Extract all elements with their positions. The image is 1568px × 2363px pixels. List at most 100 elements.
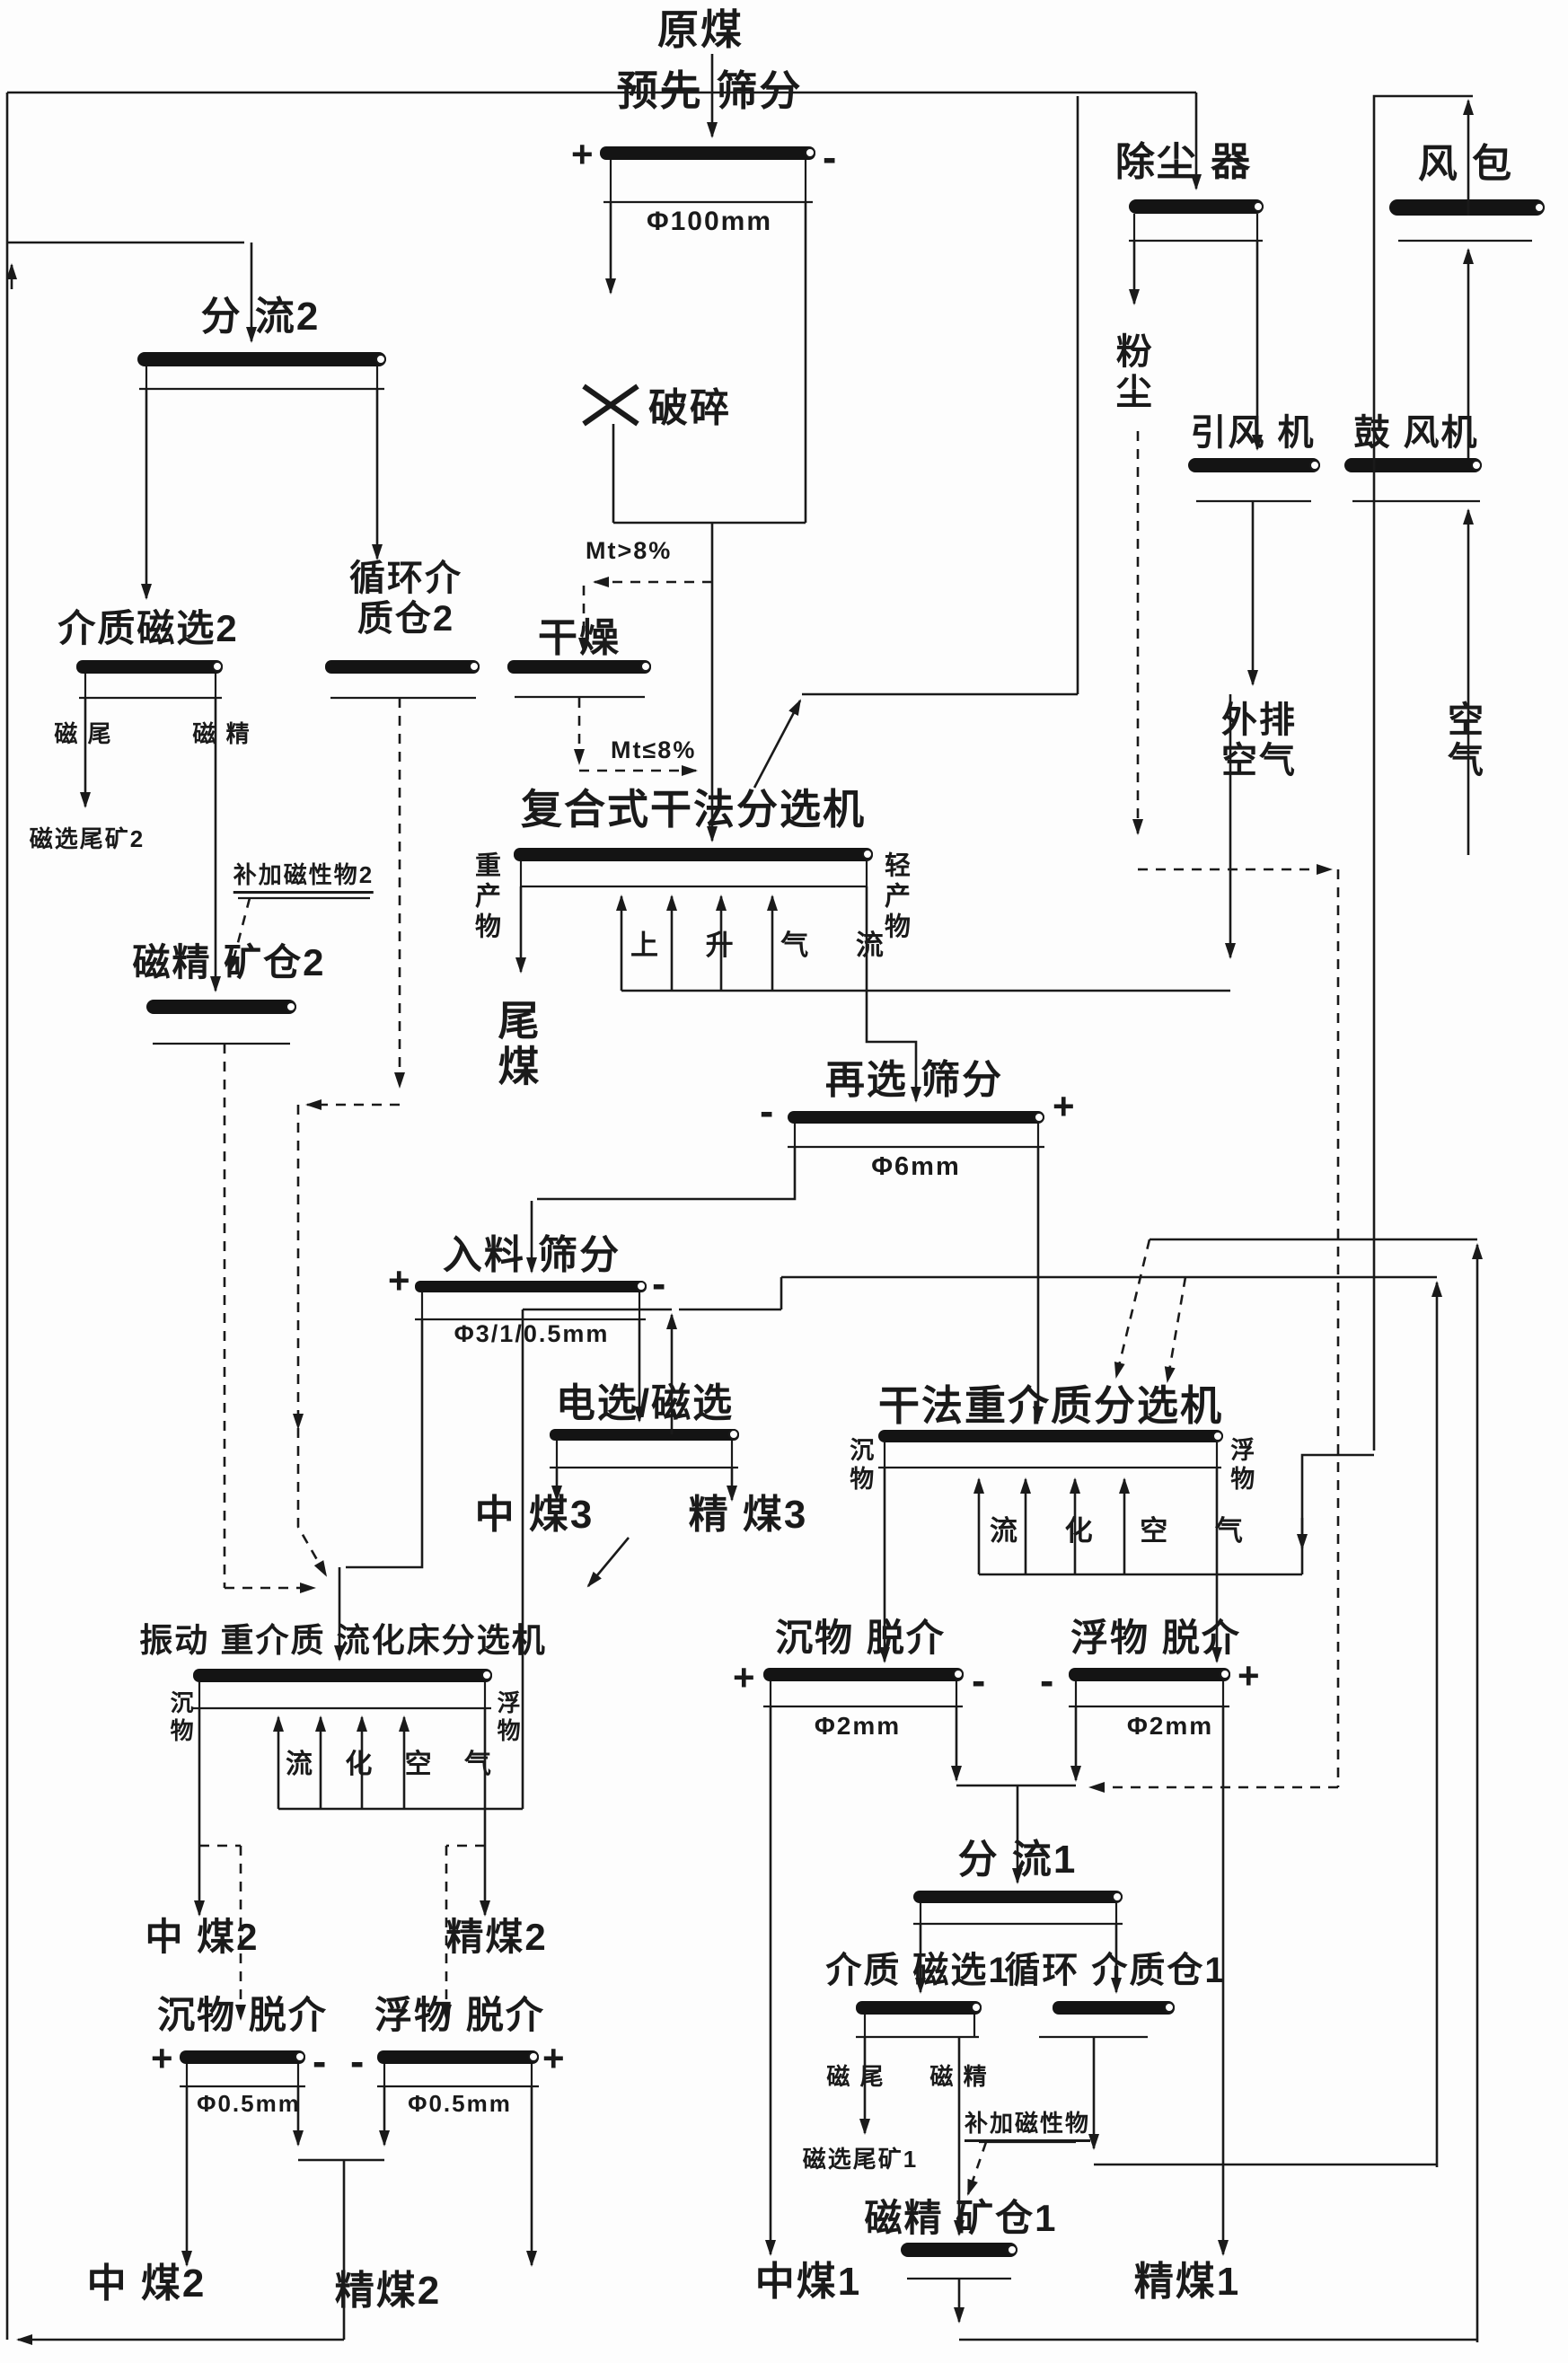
label-elec-mag: 电选/磁选 (555, 1381, 735, 1425)
label-raw-coal: 原煤 (657, 6, 744, 53)
label-heavy-product: 重产物 (471, 851, 500, 943)
label-pre-screen-size: Φ100mm (646, 207, 773, 236)
mark-plus-sink-demed2: + (151, 2037, 175, 2079)
mark-minus-float-demed1: - (1040, 1657, 1056, 1704)
screen-bars (76, 146, 1545, 2257)
bar-float-demed2 (377, 2050, 539, 2064)
mark-plus-feed: + (388, 1259, 412, 1301)
bar-mag-conc-bin1 (901, 2243, 1017, 2257)
label-wind-bag: 风 包 (1417, 142, 1514, 186)
label-rescreen: 再选 筛分 (824, 1058, 1004, 1102)
label-rescreen-size: Φ6mm (871, 1152, 961, 1181)
label-rising-air: 上 升 气 流 (630, 930, 903, 961)
bar-composite (514, 848, 873, 861)
bar-mag-conc-bin2 (146, 1000, 296, 1014)
bar-pre-screen (600, 146, 815, 160)
solid-lines (7, 54, 1483, 2342)
bar-blower (1344, 458, 1482, 472)
dashed-lines (199, 431, 1340, 2196)
label-float-demed-1: 浮物 脱介 (1070, 1617, 1241, 1659)
bar-med-mag2 (76, 660, 223, 674)
label-dust-collector: 除尘 器 (1114, 140, 1253, 184)
label-vib-separator: 振动 重介质 流化床分选机 (139, 1622, 547, 1659)
label-composite-separator: 复合式干法分选机 (521, 786, 866, 833)
bar-elec-mag (550, 1429, 739, 1441)
label-exhaust-air: 外排 空气 (1221, 701, 1297, 780)
label-split2: 分 流2 (200, 295, 321, 339)
label-mt-le8: Mt≤8% (611, 736, 697, 763)
label-mag-conc-bin2: 磁精 矿仓2 (132, 941, 326, 983)
bar-float-demed1 (1069, 1668, 1230, 1681)
screen-bodies (79, 160, 1532, 2280)
label-feed-screen-size: Φ3/1/0.5mm (454, 1320, 610, 1347)
label-phi05-b: Φ0.5mm (408, 2090, 512, 2117)
bar-split2 (137, 352, 386, 366)
label-light-product: 轻产物 (880, 851, 910, 943)
crush-icon (582, 384, 639, 427)
label-dry-hm-separator: 干法重介质分选机 (878, 1382, 1223, 1429)
bar-split1 (913, 1891, 1123, 1903)
label-mag-tailings1: 磁选尾矿1 (802, 2146, 919, 2173)
bar-dry (507, 660, 651, 674)
label-float-demed-2: 浮物 脱介 (374, 1994, 545, 2036)
mark-plus-float-demed1: + (1238, 1654, 1262, 1697)
label-mag-tail-1: 磁 尾 (826, 2063, 885, 2090)
label-sink-demed-1: 沉物 脱介 (775, 1617, 946, 1659)
mark-minus-pre: - (823, 134, 839, 181)
label-crush: 破碎 (648, 386, 731, 430)
mark-minus-float-demed2: - (350, 2038, 366, 2085)
label-tail-coal: 尾煤 (492, 999, 540, 1090)
label-dust: 粉尘 (1110, 332, 1150, 413)
label-mid-coal3: 中 煤3 (474, 1493, 595, 1537)
label-clean-coal3: 精 煤3 (688, 1493, 808, 1537)
bar-sink-demed2 (180, 2050, 305, 2064)
mark-minus-sink-demed1: - (972, 1657, 988, 1704)
label-float-2: 浮物 (494, 1690, 522, 1746)
bar-circ-bin1 (1053, 2001, 1175, 2015)
bar-feed-screen (415, 1281, 647, 1292)
label-phi2-a: Φ2mm (814, 1712, 902, 1740)
bar-med-mag1 (856, 2001, 982, 2015)
label-sink-1: 沉物 (846, 1437, 874, 1495)
label-mag-tailings2: 磁选尾矿2 (29, 825, 145, 852)
mark-minus-rescreen: - (760, 1088, 776, 1134)
mark-minus-sink-demed2: - (313, 2038, 329, 2085)
mark-plus-rescreen: + (1053, 1085, 1077, 1127)
label-split1: 分 流1 (957, 1838, 1078, 1882)
label-circ-bin1: 循环 介质仓1 (1004, 1951, 1227, 1990)
label-air: 空 气 (1448, 701, 1485, 780)
label-idf: 引风 机 (1190, 413, 1316, 453)
label-add-mag1: 补加磁性物 (964, 2110, 1091, 2143)
bar-wind-bag (1389, 199, 1545, 216)
label-pre-screen: 预先 筛分 (616, 67, 803, 114)
bar-sink-demed1 (763, 1668, 964, 1681)
mark-plus-pre: + (571, 133, 595, 175)
bar-dry-hm (878, 1430, 1223, 1442)
label-sink-2: 沉物 (167, 1690, 195, 1746)
label-mag-conc-bin1: 磁精 矿仓1 (864, 2197, 1058, 2239)
bar-circ-bin2 (325, 660, 480, 674)
label-mag-conc-2: 磁 精 (192, 720, 251, 747)
label-sink-demed-2: 沉物 脱介 (157, 1994, 328, 2036)
label-phi2-b: Φ2mm (1126, 1712, 1214, 1740)
bar-dust-collector (1129, 199, 1264, 214)
mark-plus-float-demed2: + (542, 2037, 567, 2079)
label-blower: 鼓 风机 (1353, 413, 1479, 453)
label-mt-gt8: Mt>8% (586, 537, 673, 564)
label-clean-coal2-a: 精煤2 (445, 1916, 548, 1958)
label-mag-tail-2: 磁 尾 (54, 720, 113, 747)
label-phi05-a: Φ0.5mm (197, 2090, 301, 2117)
label-mag-conc-1: 磁 精 (929, 2063, 989, 2090)
label-clean-coal1: 精煤1 (1133, 2260, 1241, 2304)
label-fluid-air-2: 流 化 空 气 (286, 1750, 505, 1779)
label-feed-screen: 入料 筛分 (442, 1233, 621, 1277)
label-float-1: 浮物 (1227, 1437, 1255, 1495)
label-med-mag1: 介质 磁选1 (825, 1951, 1010, 1990)
label-circ-bin2: 循环介 质仓2 (349, 559, 462, 639)
bar-idf (1188, 458, 1320, 472)
label-mid-coal2-b: 中 煤2 (86, 2262, 207, 2306)
label-mid-coal1: 中煤1 (754, 2260, 862, 2304)
label-add-mag2: 补加磁性物2 (233, 861, 374, 895)
